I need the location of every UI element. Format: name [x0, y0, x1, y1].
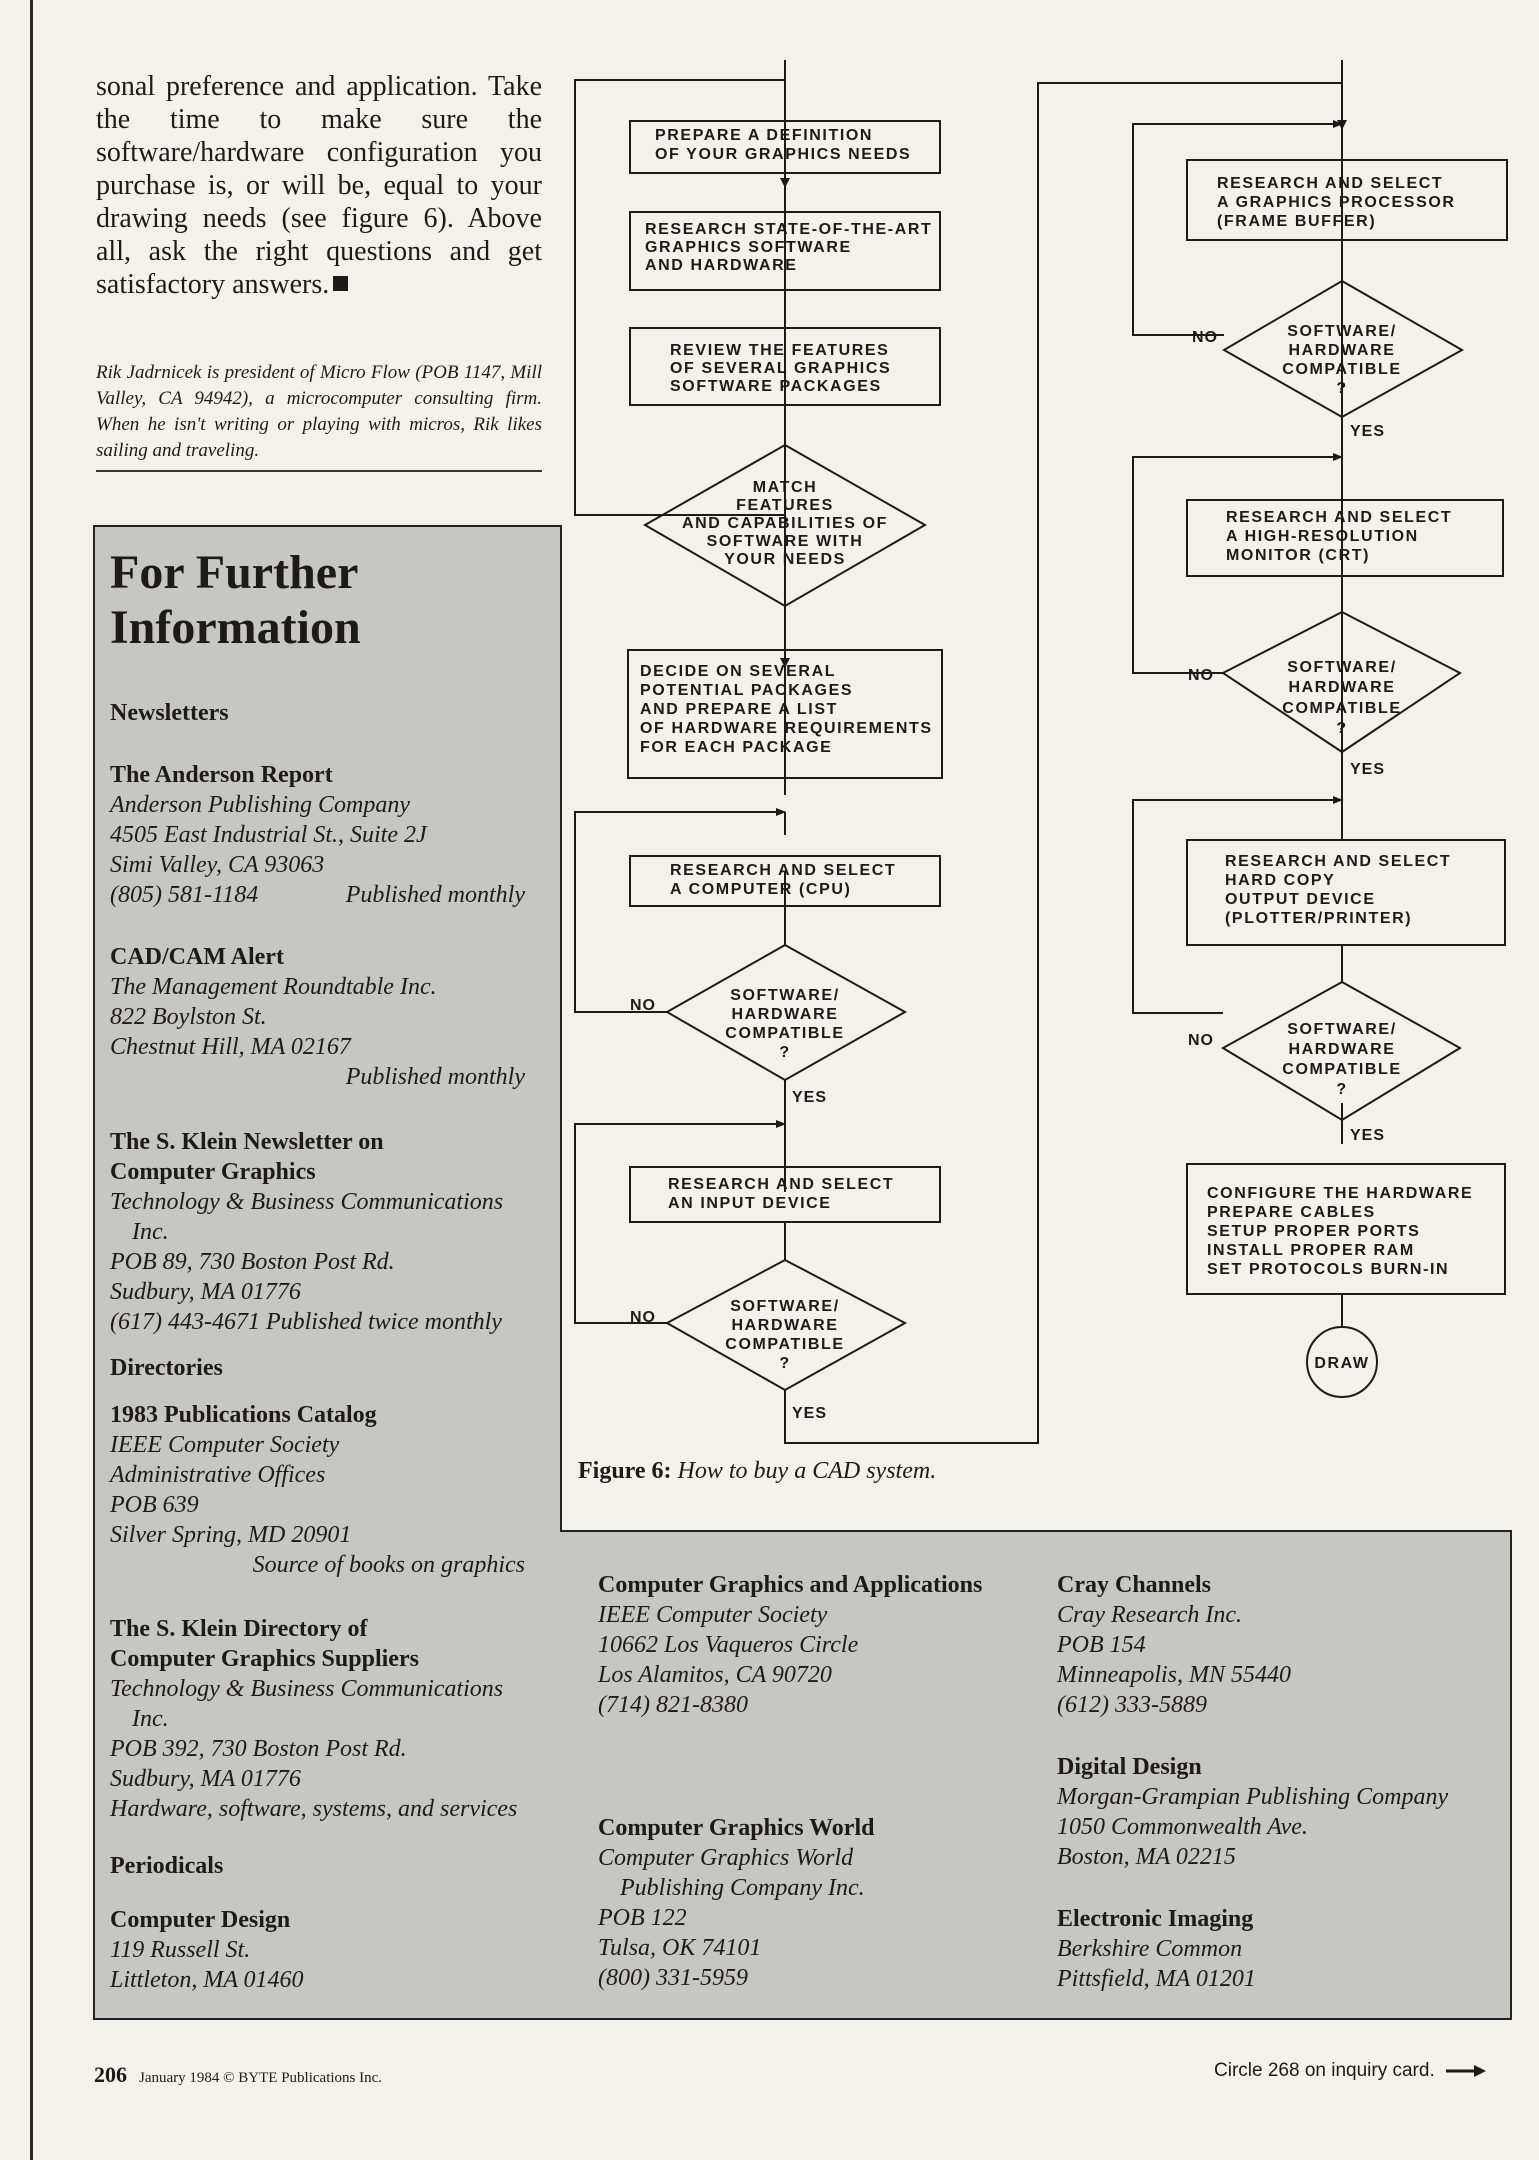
- info-box-inner-rule: [560, 525, 562, 1530]
- category-directories: Directories: [110, 1355, 223, 1381]
- page-margin-rule: [30, 0, 33, 2160]
- sidebar-title: For Further Information: [110, 546, 361, 654]
- copyright: January 1984 © BYTE Publications Inc.: [139, 2070, 383, 2086]
- label-yes-cpu: YES: [792, 1089, 827, 1106]
- intro-paragraph: sonal preference and application. Take t…: [96, 71, 542, 300]
- label-yes-input: YES: [792, 1405, 827, 1422]
- author-bio: Rik Jadrnicek is president of Micro Flow…: [96, 360, 542, 472]
- inquiry-card-note: Circle 268 on inquiry card.: [1214, 2060, 1486, 2082]
- label-yes-processor: YES: [1350, 423, 1385, 440]
- info-box-left: [93, 525, 562, 2020]
- entry-anderson: The Anderson Report Anderson Publishing …: [110, 762, 525, 908]
- page-number: 206: [94, 2062, 127, 2087]
- label-no-monitor: NO: [1188, 667, 1214, 684]
- label-yes-hard-copy: YES: [1350, 1127, 1385, 1144]
- label-yes-monitor: YES: [1350, 761, 1385, 778]
- entry-digital-design: Digital Design Morgan-Grampian Publishin…: [1057, 1754, 1449, 1870]
- category-newsletters: Newsletters: [110, 700, 229, 726]
- info-box-bottom-rule: [93, 2018, 1512, 2020]
- entry-klein-directory: The S. Klein Directory of Computer Graph…: [110, 1616, 518, 1822]
- figure-caption: Figure 6: How to buy a CAD system.: [578, 1458, 937, 1484]
- arrow-right-icon: [1446, 2064, 1486, 2077]
- info-box-bottom: [560, 1530, 1512, 2020]
- label-no-hard-copy: NO: [1188, 1032, 1214, 1049]
- entry-catalog: 1983 Publications Catalog IEEE Computer …: [110, 1402, 525, 1578]
- label-no-processor: NO: [1192, 329, 1218, 346]
- page-footer-left: 206 January 1984 © BYTE Publications Inc.: [94, 2062, 382, 2088]
- terminal-draw: DRAW: [1314, 1355, 1369, 1372]
- entry-klein-newsletter: The S. Klein Newsletter on Computer Grap…: [110, 1129, 504, 1335]
- label-no-cpu: NO: [630, 997, 656, 1014]
- entry-computer-design: Computer Design 119 Russell St. Littleto…: [110, 1907, 304, 1993]
- entry-cga: Computer Graphics and Applications IEEE …: [598, 1572, 983, 1718]
- label-no-input: NO: [630, 1309, 656, 1326]
- entry-cray: Cray Channels Cray Research Inc. POB 154…: [1057, 1572, 1291, 1718]
- entry-cadcam: CAD/CAM Alert The Management Roundtable …: [110, 944, 525, 1090]
- end-mark: [333, 276, 349, 291]
- entry-electronic-imaging: Electronic Imaging Berkshire Common Pitt…: [1057, 1906, 1256, 1992]
- entry-cgw: Computer Graphics World Computer Graphic…: [598, 1815, 875, 1991]
- category-periodicals: Periodicals: [110, 1853, 224, 1879]
